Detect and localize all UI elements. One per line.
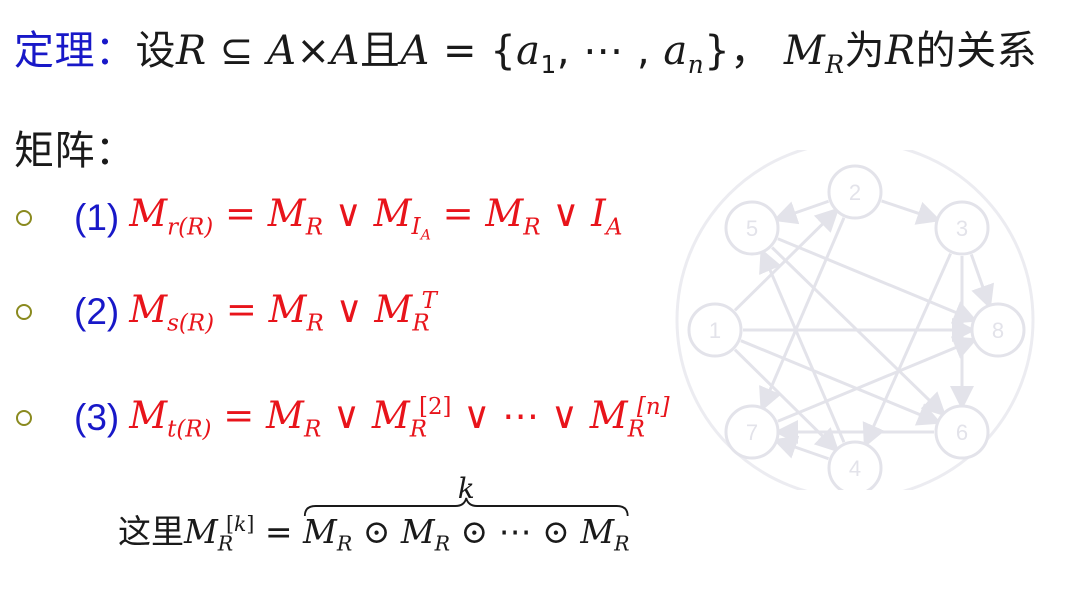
graph-node-label: 2 (849, 180, 861, 205)
graph-edge (740, 339, 942, 426)
graph-node (970, 302, 1026, 358)
theorem-label: 定理 (14, 28, 95, 74)
note-prefix: 这里 (118, 512, 184, 551)
graph-edge (862, 252, 952, 448)
overbrace-product: k MR ⊙ MR ⊙ ⋯ ⊙ MR (303, 472, 630, 556)
graph-node (827, 440, 883, 490)
bullet-icon (16, 210, 32, 226)
graph-node-label: 1 (709, 318, 721, 343)
item-number: (2) (74, 291, 120, 332)
graph-node (827, 164, 883, 220)
graph-edge (759, 217, 846, 412)
closure-transitive: (3) Mt(R) = MR ∨ MR[2] ∨ ⋯ ∨ MR[n] (14, 388, 670, 448)
graph-node (934, 404, 990, 460)
reflexive-formula: Mr(R) = MR ∨ MIA = MR ∨ IA (129, 192, 623, 244)
closure-reflexive: (1) Mr(R) = MR ∨ MIA = MR ∨ IA (14, 188, 622, 248)
symmetric-formula: Ms(R) = MR ∨ MRT (129, 287, 437, 337)
graph-edge (759, 248, 846, 443)
graph-edge (777, 336, 978, 423)
theorem-statement: 定理：设R ⊆ A×A且A = {a1, ⋯ , an}， MR为R的关系 矩阵… (14, 8, 1074, 194)
graph-node (724, 200, 780, 256)
graph-node-label: 8 (992, 318, 1004, 343)
brace-label: k (457, 472, 475, 505)
overbrace-icon (303, 497, 629, 517)
theorem-text: 设R ⊆ A×A且A = {a1, ⋯ , an}， MR为R的关系 (135, 28, 1038, 79)
graph-node-label: 3 (956, 216, 968, 241)
item-number: (1) (74, 197, 120, 238)
theorem-text-line2: 矩阵： (14, 128, 136, 174)
graph-node-label: 4 (849, 456, 861, 481)
graph-outer-ring (675, 150, 1035, 490)
graph-edge (881, 199, 942, 225)
decorative-graph: 1 2 3 5 6 7 4 8 (675, 150, 1035, 490)
graph-node-label: 6 (956, 420, 968, 445)
graph-node-label: 7 (746, 420, 758, 445)
graph-node-label: 5 (746, 216, 758, 241)
graph-edge (771, 246, 947, 417)
graph-edge (969, 253, 995, 310)
closure-symmetric: (2) Ms(R) = MR ∨ MRT (14, 282, 437, 342)
transitive-formula: Mt(R) = MR ∨ MR[2] ∨ ⋯ ∨ MR[n] (129, 393, 670, 443)
graph-edge (772, 435, 830, 461)
item-number: (3) (74, 397, 120, 438)
graph-node (934, 200, 990, 256)
graph-node (687, 302, 743, 358)
bullet-icon (16, 410, 32, 426)
bullet-icon (16, 304, 32, 320)
power-definition: 这里MR[k] = k MR ⊙ MR ⊙ ⋯ ⊙ MR (118, 472, 630, 556)
graph-edge (772, 199, 830, 225)
theorem-colon: ： (95, 28, 136, 74)
graph-node (724, 404, 780, 460)
graph-edge (777, 237, 978, 324)
